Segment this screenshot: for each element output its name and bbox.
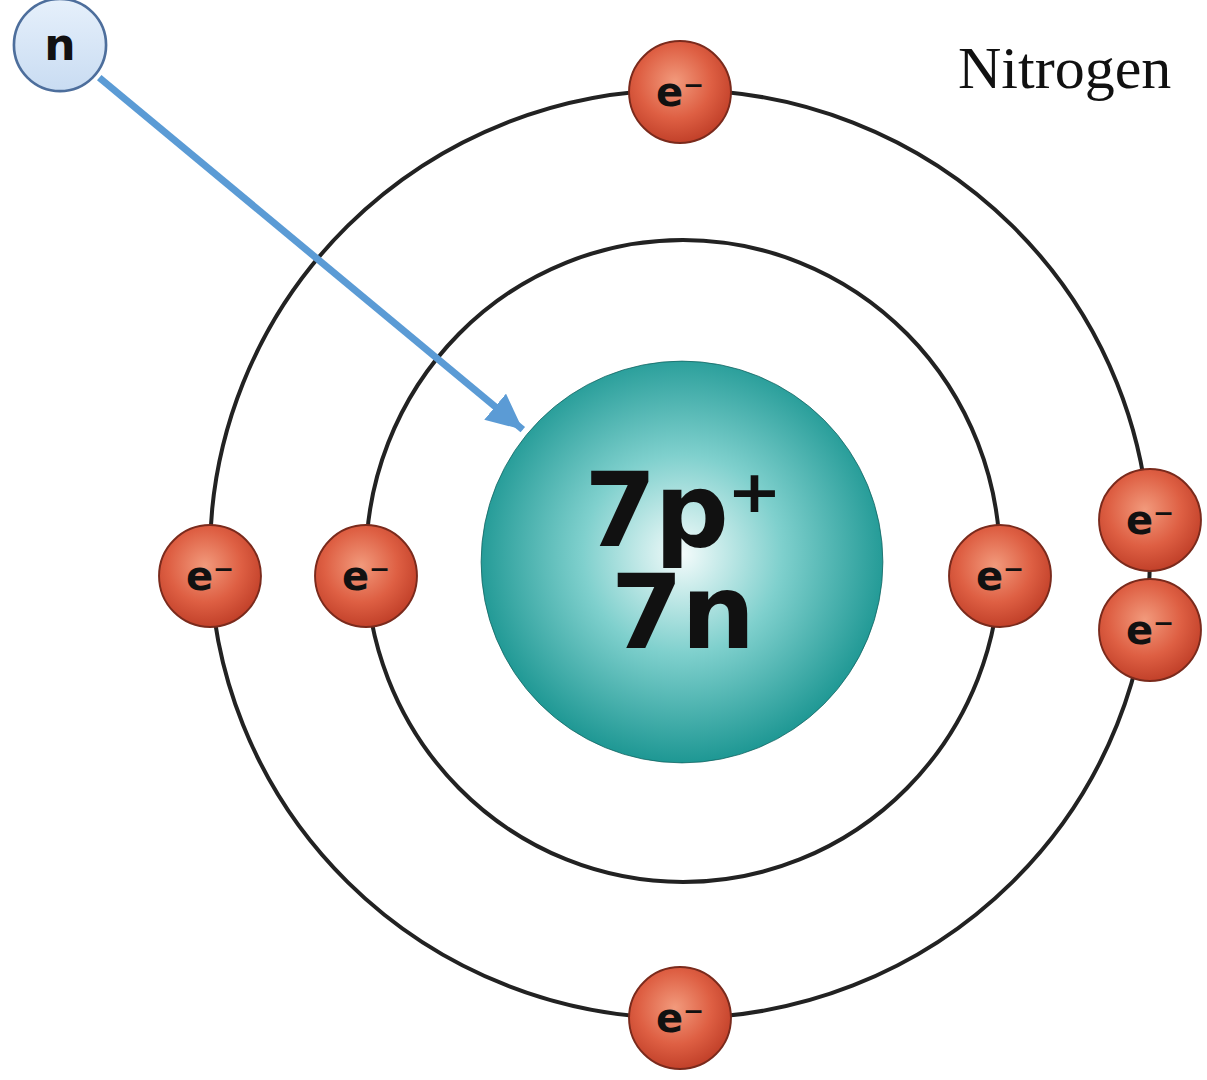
electron: e⁻ <box>1098 468 1202 572</box>
particle-symbol: e⁻ <box>186 556 234 596</box>
electron: e⁻ <box>314 524 418 628</box>
particle-symbol: e⁻ <box>976 556 1024 596</box>
particle-symbol: e⁻ <box>656 998 704 1038</box>
electron: e⁻ <box>948 524 1052 628</box>
particle-symbol: n <box>44 23 75 67</box>
particle-count: 7n <box>611 562 753 664</box>
electron: e⁻ <box>1098 578 1202 682</box>
particle-symbol: e⁻ <box>1126 500 1174 540</box>
inner-shell <box>366 240 1000 882</box>
nucleus: 7p⁺7n <box>477 357 887 767</box>
electron: e⁻ <box>628 40 732 144</box>
electron: e⁻ <box>628 966 732 1070</box>
outer-shell <box>210 90 1150 1018</box>
electron: e⁻ <box>158 524 262 628</box>
particle-symbol: e⁻ <box>342 556 390 596</box>
arrow <box>99 78 523 430</box>
neutron-particle: n <box>13 0 107 92</box>
particle-symbol: e⁻ <box>656 72 704 112</box>
particle-symbol: e⁻ <box>1126 610 1174 650</box>
particle-count: 7p⁺ <box>584 460 780 562</box>
element-name: Nitrogen <box>958 34 1171 103</box>
